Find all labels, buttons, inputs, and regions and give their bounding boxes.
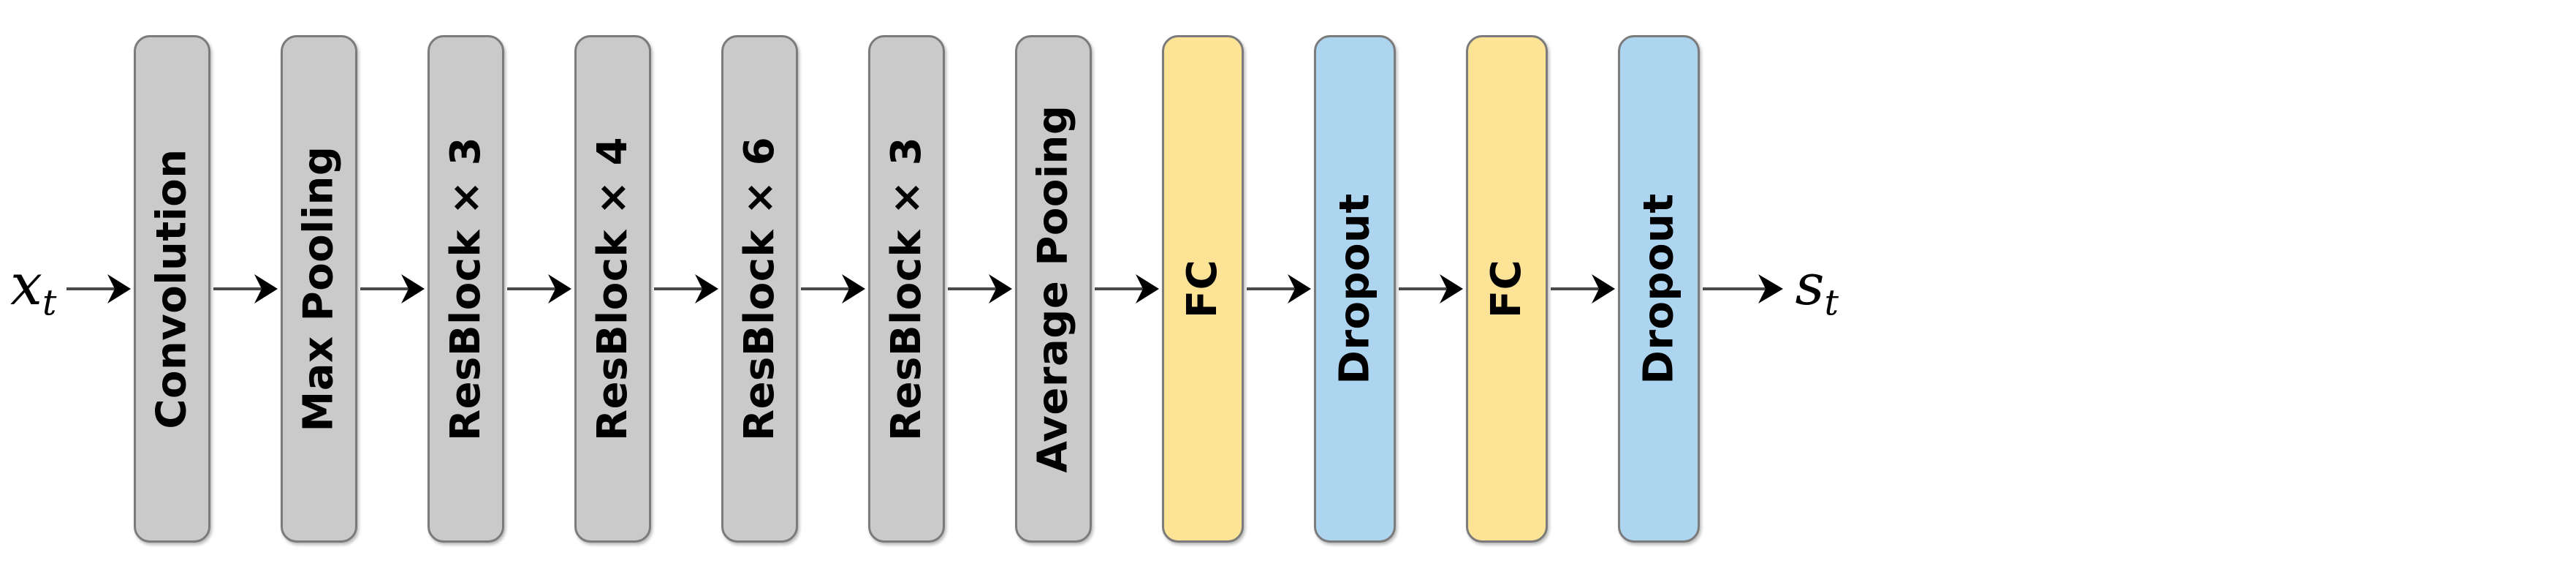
block-label: FC: [1483, 259, 1531, 318]
block-resblock-4[interactable]: ResBlock × 4: [574, 34, 652, 543]
block-dropout-2[interactable]: Dropout: [1618, 34, 1701, 543]
block-resblock-6[interactable]: ResBlock × 6: [721, 34, 799, 543]
block-resblock-3b[interactable]: ResBlock × 3: [868, 34, 946, 543]
block-label: ResBlock × 3: [882, 136, 930, 441]
block-label: ResBlock × 3: [441, 136, 490, 441]
block-fc-2[interactable]: FC: [1466, 34, 1549, 543]
arrow-icon: [360, 274, 425, 303]
block-label: ResBlock × 4: [588, 136, 637, 441]
arrow-icon: [1703, 274, 1784, 303]
block-label: Dropout: [1635, 192, 1683, 385]
arrow-icon: [507, 274, 572, 303]
arrow-icon: [801, 274, 866, 303]
block-convolution[interactable]: Convolution: [134, 34, 211, 543]
arrow-icon: [1247, 274, 1312, 303]
arrow-icon: [1095, 274, 1160, 303]
output-label: st: [1790, 257, 1842, 321]
arrow-icon: [1551, 274, 1616, 303]
arrow-icon: [213, 274, 278, 303]
block-label: Max Pooling: [295, 146, 343, 431]
input-label-subscript: t: [42, 282, 57, 324]
block-fc-1[interactable]: FC: [1162, 34, 1245, 543]
input-label-symbol: x: [10, 252, 42, 318]
arrow-icon: [1399, 274, 1464, 303]
arrow-icon: [67, 274, 132, 303]
block-max-pooling[interactable]: Max Pooling: [281, 34, 358, 543]
block-resblock-3a[interactable]: ResBlock × 3: [428, 34, 505, 543]
block-average-pooling[interactable]: Average Pooing: [1015, 34, 1093, 543]
input-label: xt: [6, 257, 61, 321]
block-dropout-1[interactable]: Dropout: [1314, 34, 1397, 543]
arrow-icon: [654, 274, 719, 303]
output-label-subscript: t: [1824, 282, 1839, 324]
output-label-symbol: s: [1795, 252, 1825, 318]
arrow-icon: [948, 274, 1013, 303]
block-label: ResBlock × 6: [735, 136, 783, 441]
block-label: Dropout: [1331, 192, 1379, 385]
block-label: Convolution: [148, 148, 196, 429]
block-label: FC: [1179, 259, 1227, 318]
block-label: Average Pooing: [1029, 105, 1077, 472]
